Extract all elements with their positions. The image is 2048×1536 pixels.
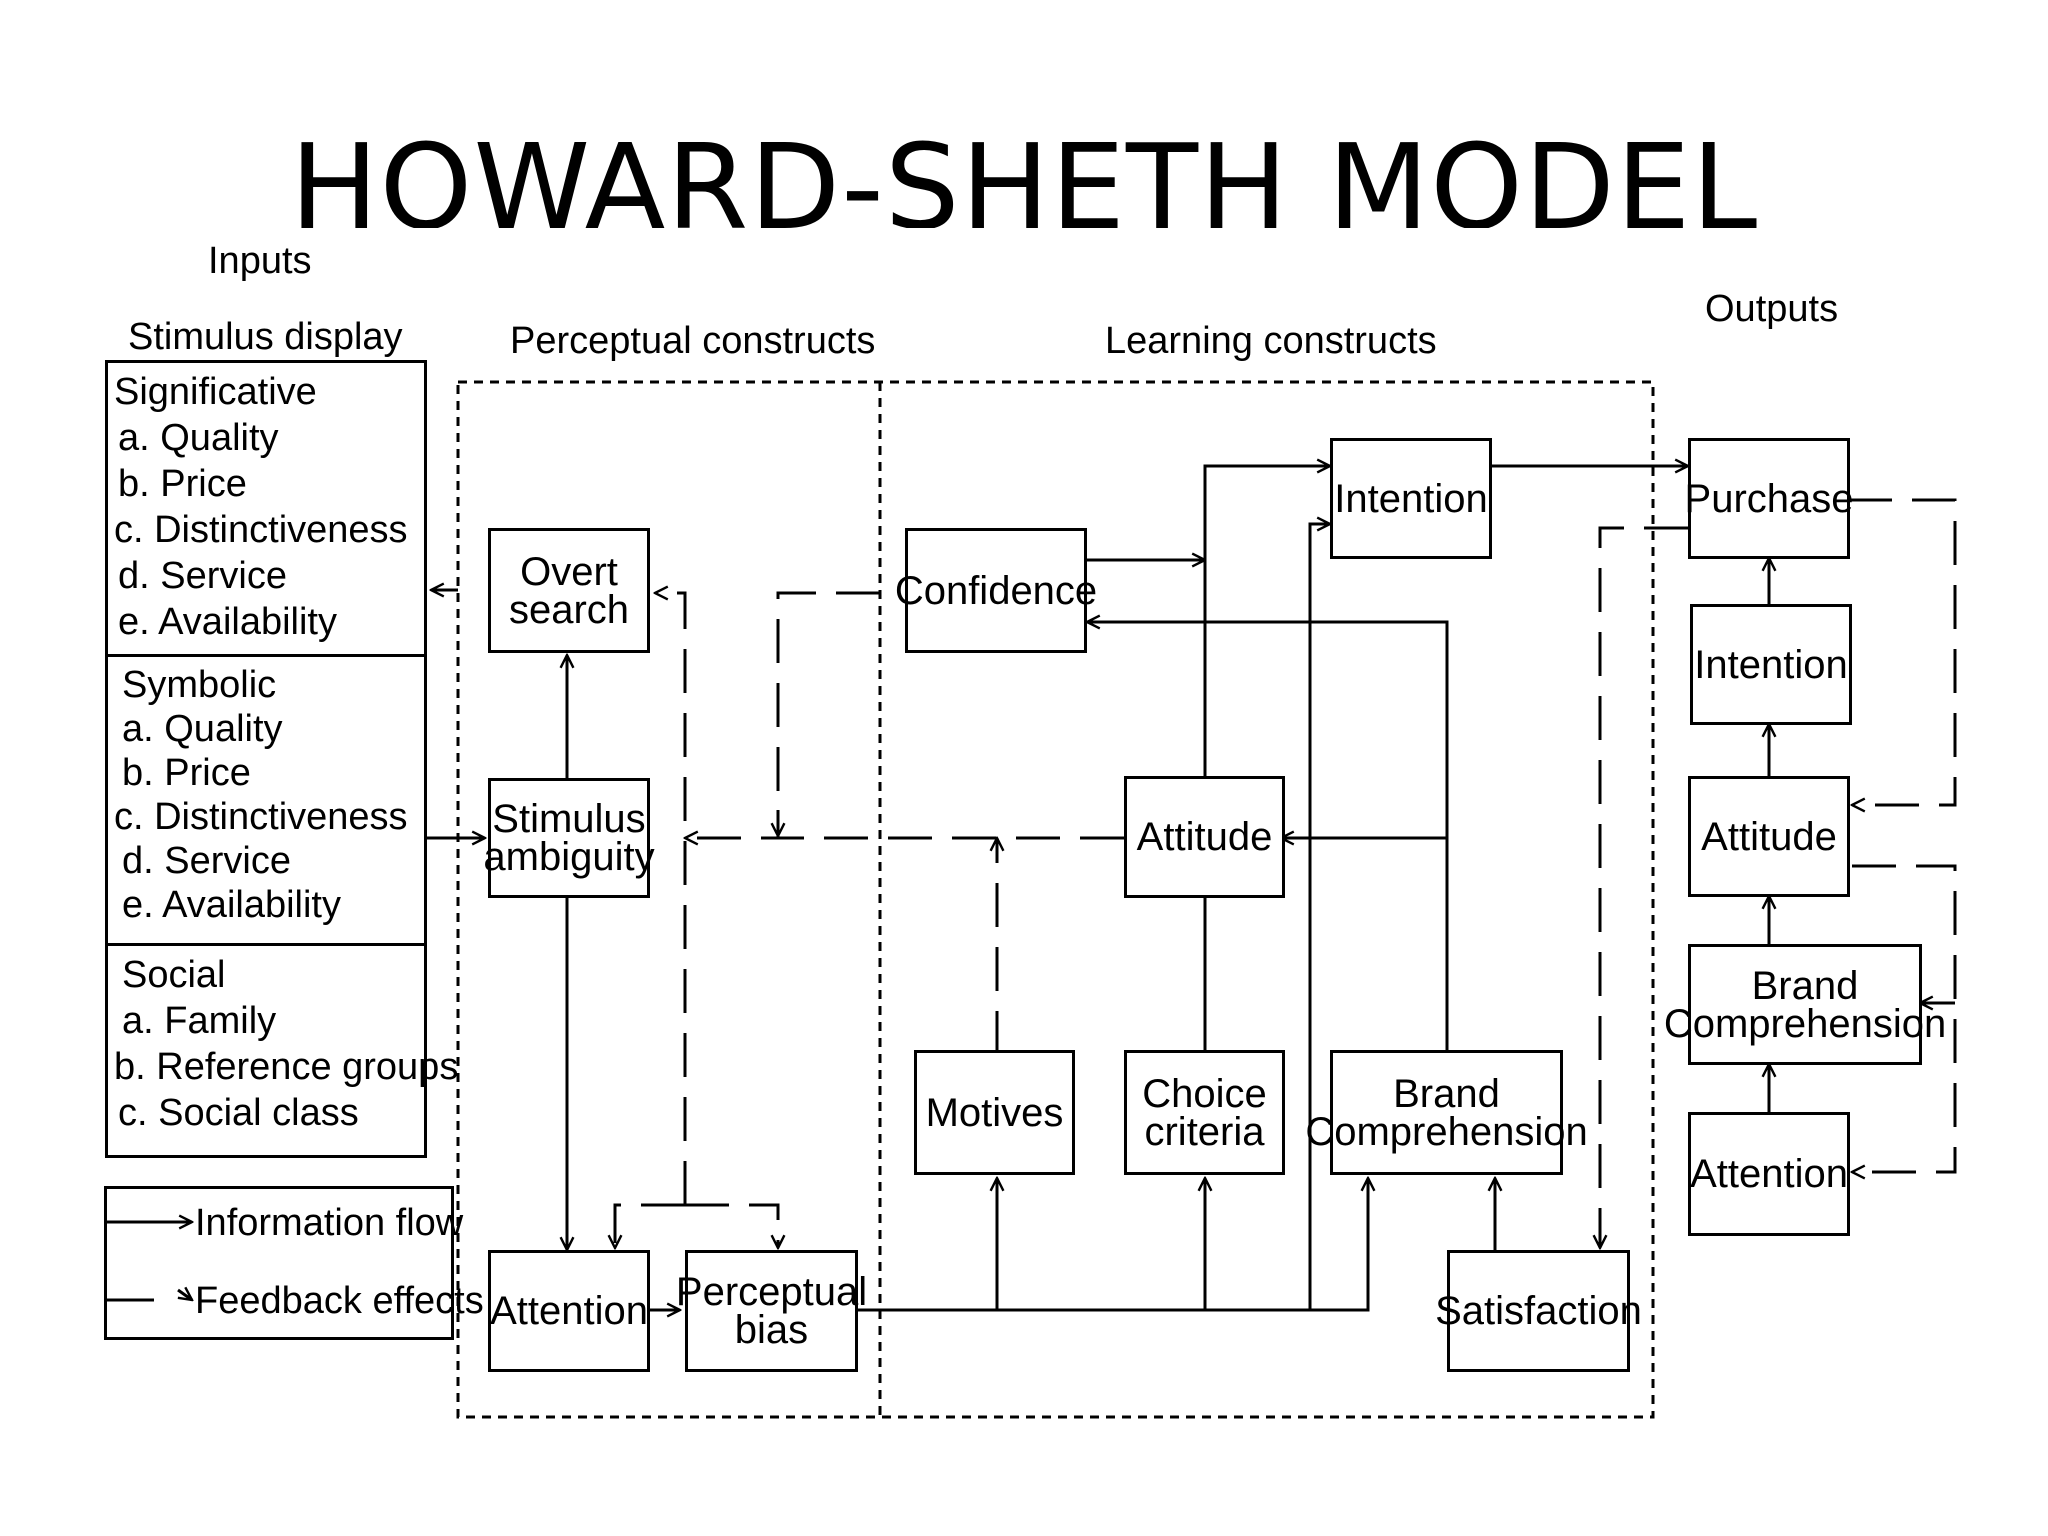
output-attention-box: Attention xyxy=(1688,1112,1850,1236)
feedback-effect-lines xyxy=(615,498,1957,1248)
stimulus-item: e. Availability xyxy=(122,884,341,926)
legend-information-flow: Information flow xyxy=(195,1202,464,1244)
legend-feedback-effects: Feedback effects xyxy=(195,1280,484,1322)
attention-box: Attention xyxy=(488,1250,650,1372)
stimulus-ambiguity-box: Stimulus ambiguity xyxy=(483,778,655,898)
stimulus-ambiguity-line: ambiguity xyxy=(483,835,655,879)
intention-box: Intention xyxy=(1330,438,1492,559)
choice-criteria-line: Choice xyxy=(1142,1071,1267,1116)
stimulus-ambiguity-line: Stimulus xyxy=(492,797,646,841)
stimulus-item: e. Availability xyxy=(118,601,337,643)
stimulus-display-label: Stimulus display xyxy=(128,316,403,358)
stimulus-item: b. Price xyxy=(118,463,247,505)
output-attitude-box: Attitude xyxy=(1688,776,1850,897)
output-brand-comprehension-box: Brand Comprehension xyxy=(1664,944,1946,1065)
choice-criteria-line: criteria xyxy=(1144,1109,1265,1154)
legend-lines xyxy=(106,1222,192,1300)
construct-regions xyxy=(456,380,1655,1419)
outputs-label: Outputs xyxy=(1705,288,1839,330)
information-flow-lines xyxy=(427,466,1769,1310)
attitude-label: Attitude xyxy=(1136,815,1273,859)
perceptual-constructs-label: Perceptual constructs xyxy=(510,320,876,362)
stimulus-heading: Social xyxy=(122,954,226,996)
overt-search-line: Overt xyxy=(520,549,618,594)
perceptual-bias-line: Perceptual xyxy=(675,1270,868,1314)
legend: Information flow Feedback effects xyxy=(104,1186,484,1340)
learning-constructs-label: Learning constructs xyxy=(1105,320,1437,362)
stimulus-item: d. Service xyxy=(118,555,287,597)
output-purchase-label: Purchase xyxy=(1684,476,1854,521)
stimulus-social-box: Social a. Family b. Reference groups c. … xyxy=(105,943,459,1158)
output-attention-label: Attention xyxy=(1690,1152,1848,1196)
brand-comprehension-box: Brand Comprehension xyxy=(1305,1050,1588,1175)
satisfaction-box: Satisfaction xyxy=(1435,1250,1642,1372)
stimulus-item: b. Price xyxy=(122,752,251,794)
intention-label: Intention xyxy=(1334,476,1488,521)
stimulus-item: c. Distinctiveness xyxy=(114,509,408,551)
confidence-box: Confidence xyxy=(895,528,1097,653)
inputs-label: Inputs xyxy=(208,240,312,282)
overt-search-box: Overt search xyxy=(488,528,650,653)
motives-box: Motives xyxy=(914,1050,1075,1175)
attention-label: Attention xyxy=(490,1289,648,1333)
output-attitude-label: Attitude xyxy=(1701,814,1837,859)
brand-comprehension-line: Brand xyxy=(1393,1071,1500,1116)
confidence-label: Confidence xyxy=(894,568,1098,613)
stimulus-item: b. Reference groups xyxy=(114,1046,459,1088)
stimulus-item: a. Family xyxy=(122,1000,277,1042)
overt-search-line: search xyxy=(508,587,630,632)
stimulus-symbolic-box: Symbolic a. Quality b. Price c. Distinct… xyxy=(105,654,427,946)
attitude-box: Attitude xyxy=(1124,776,1285,898)
stimulus-heading: Significative xyxy=(114,371,317,413)
perceptual-bias-box: Perceptual bias xyxy=(676,1250,867,1372)
motives-label: Motives xyxy=(925,1090,1064,1135)
brand-comprehension-line: Comprehension xyxy=(1305,1109,1588,1154)
stimulus-item: a. Quality xyxy=(122,708,283,750)
stimulus-significative-box: Significative a. Quality b. Price c. Dis… xyxy=(105,360,427,657)
output-brand-comprehension-line: Comprehension xyxy=(1663,1001,1947,1046)
stimulus-item: a. Quality xyxy=(118,417,279,459)
stimulus-item: c. Social class xyxy=(118,1092,359,1134)
output-brand-comprehension-line: Brand xyxy=(1751,963,1859,1008)
satisfaction-label: Satisfaction xyxy=(1435,1289,1642,1333)
output-intention-box: Intention xyxy=(1690,604,1852,725)
slide-title-text: HOWARD-SHETH MODEL xyxy=(289,118,1759,228)
choice-criteria-box: Choice criteria xyxy=(1124,1050,1285,1175)
stimulus-item: d. Service xyxy=(122,840,291,882)
stimulus-heading: Symbolic xyxy=(122,664,277,706)
output-intention-label: Intention xyxy=(1694,642,1848,687)
stimulus-item: c. Distinctiveness xyxy=(114,796,408,838)
perceptual-bias-line: bias xyxy=(734,1308,809,1352)
slide-title: HOWARD-SHETH MODEL xyxy=(0,0,2048,228)
output-purchase-box: Purchase xyxy=(1685,438,1854,559)
